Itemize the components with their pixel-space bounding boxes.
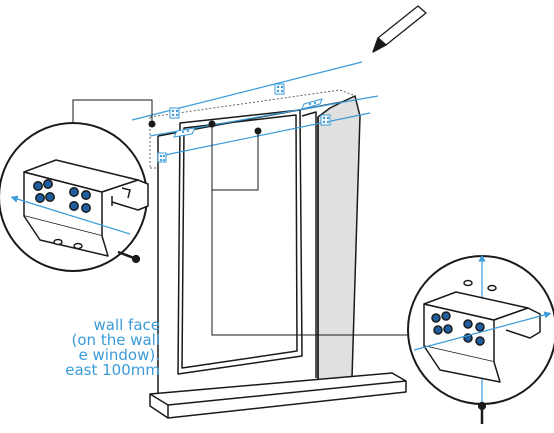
pencil-icon bbox=[372, 5, 427, 53]
leader-lines bbox=[72, 99, 420, 336]
screw-icon bbox=[117, 250, 141, 264]
marker-1 bbox=[169, 107, 180, 119]
caption-line-4: east 100mm bbox=[65, 361, 160, 379]
window-sill bbox=[149, 372, 407, 419]
screw-icon bbox=[477, 401, 487, 424]
marker-3 bbox=[320, 114, 331, 126]
marker-2 bbox=[274, 83, 285, 95]
right-bracket-detail bbox=[407, 254, 554, 424]
leader-dots bbox=[148, 120, 262, 135]
mounting-bracket-icon bbox=[423, 279, 541, 383]
horizontal-arrow bbox=[413, 311, 552, 351]
caption-line-2: (on the wall bbox=[71, 331, 160, 349]
marker-6 bbox=[301, 98, 323, 110]
direction-arrow bbox=[10, 195, 131, 235]
left-bracket-detail bbox=[0, 122, 149, 272]
wall-reveal bbox=[317, 95, 361, 381]
caption-line-3: e window). bbox=[78, 346, 160, 364]
marker-5 bbox=[173, 127, 196, 138]
mounting-bracket-icon bbox=[23, 159, 149, 257]
caption-line-1: wall face bbox=[93, 316, 160, 334]
bracket-position-markers bbox=[157, 83, 331, 163]
installation-note-text: wall face (on the wall e window). east 1… bbox=[0, 318, 160, 378]
window-frame bbox=[149, 95, 407, 419]
marker-4 bbox=[157, 152, 167, 163]
